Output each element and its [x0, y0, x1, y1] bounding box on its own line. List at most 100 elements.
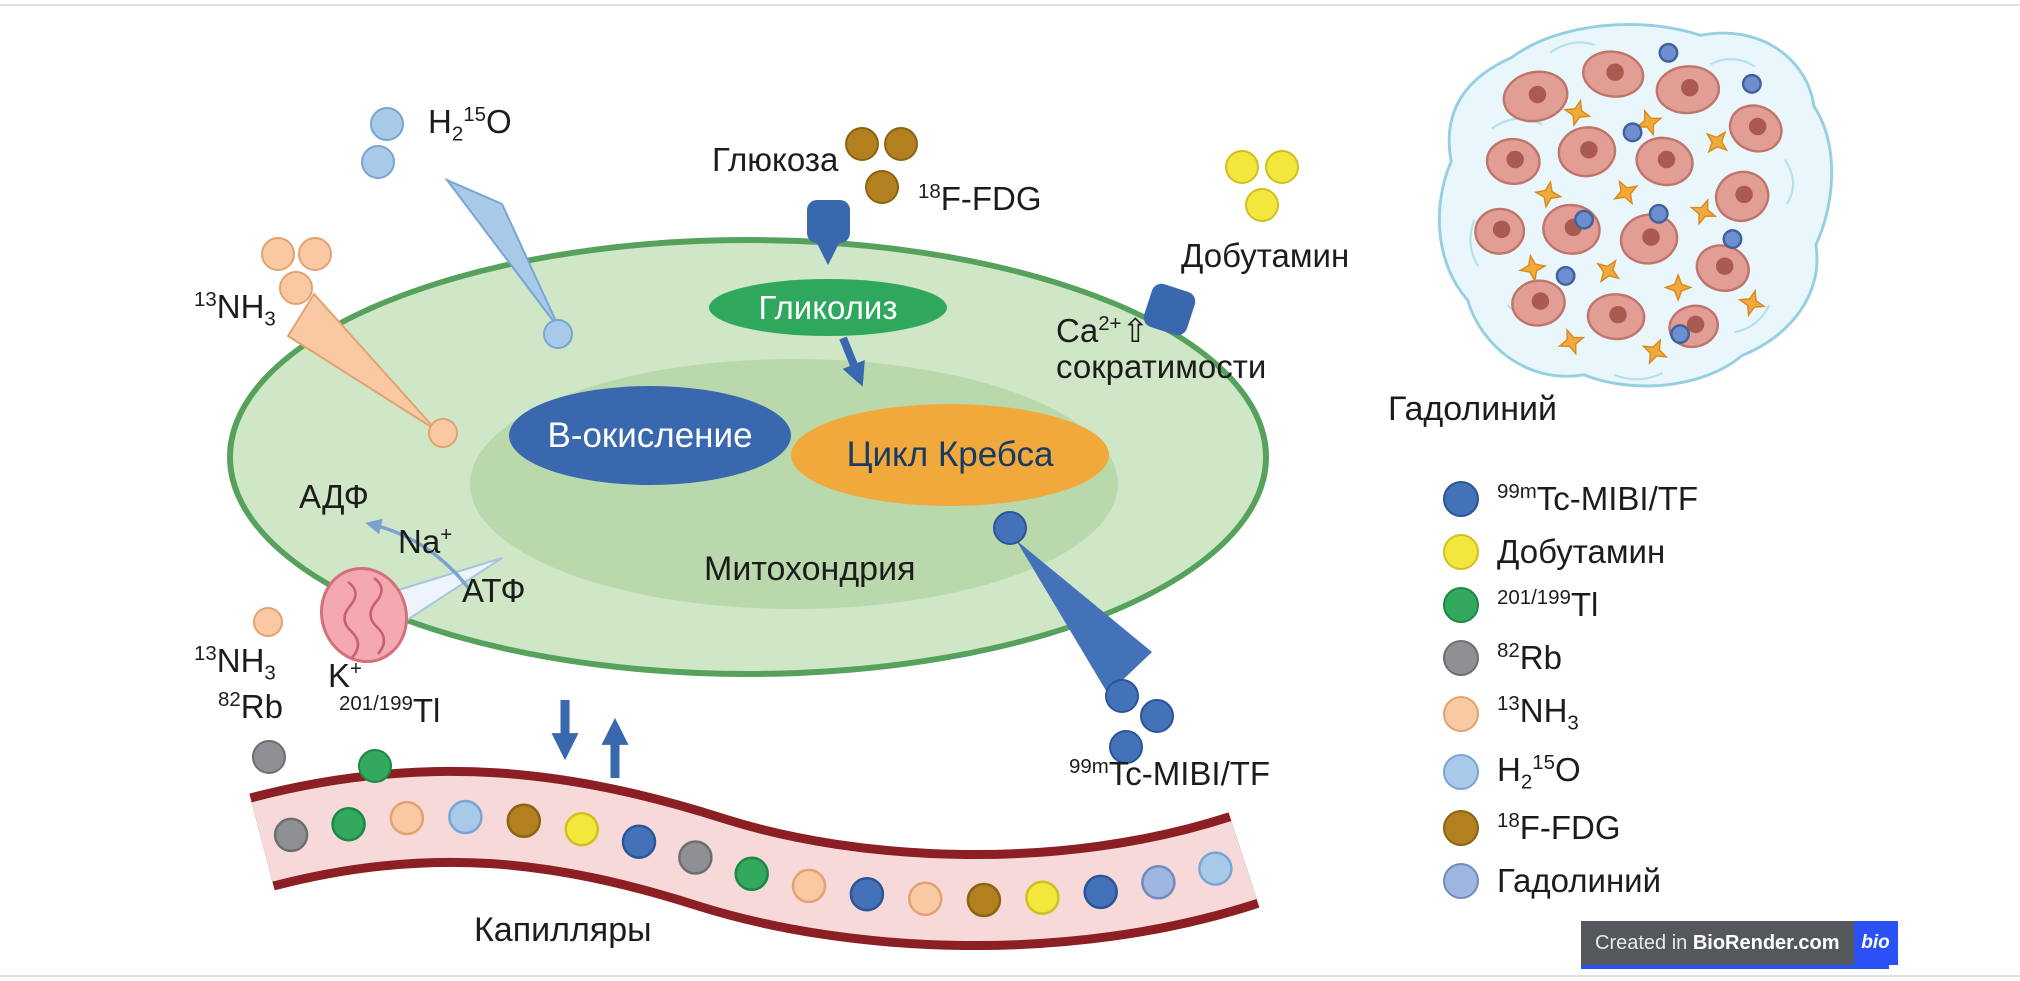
- tissue-histology: [1437, 23, 1834, 388]
- adp-label: АДФ: [299, 478, 369, 515]
- nh3-molecule-dot-3: [279, 271, 313, 305]
- tc-dot-3: [1109, 730, 1143, 764]
- tl-dot-left: [358, 749, 392, 783]
- krebs-cycle-label: Цикл Кребса: [846, 435, 1054, 474]
- capillary: [249, 766, 1260, 950]
- h2o-molecule-dot-1: [370, 107, 404, 141]
- glucose-transporter: [807, 200, 850, 243]
- nh3-molecule-dot-1: [261, 237, 295, 271]
- tc-tracer-in-capillary: [621, 824, 657, 859]
- legend-item-h2o: H215O: [1443, 751, 1698, 795]
- legend: 99mTc-MIBI/TF Добутамин 201/199Tl 82Rb 13NH3…: [1443, 480, 1698, 900]
- dob-legend-dot: [1443, 534, 1479, 570]
- gadolinium-label: Гадолиний: [1388, 390, 1558, 428]
- legend-item-tl: 201/199Tl: [1443, 586, 1698, 624]
- fdg-tracer-in-capillary: [966, 882, 1002, 918]
- tl-tracer-in-capillary: [331, 806, 366, 842]
- legend-label-dob: Добутамин: [1497, 533, 1666, 570]
- tc-mibi-label: 99mTc-MIBI/TF: [1069, 755, 1271, 792]
- rb-left-label: 82Rb: [218, 688, 283, 725]
- myocyte-nuclei: [1492, 63, 1767, 334]
- beta-oxidation-label: В-окисление: [547, 415, 753, 455]
- fdg-molecule-dot-3: [865, 170, 899, 204]
- tc-dot-2: [1140, 699, 1174, 733]
- rb-dot-left: [252, 740, 286, 774]
- nh3-left-label: 13NH3: [194, 642, 276, 685]
- nh3-tracer-in-capillary: [908, 881, 943, 917]
- h2o-tracer-in-capillary: [1198, 851, 1233, 886]
- badge-prefix: Created in: [1595, 931, 1693, 954]
- atp-label: АТФ: [462, 572, 526, 609]
- legend-label-tl: 201/199Tl: [1497, 586, 1599, 623]
- rb-legend-dot: [1443, 640, 1479, 676]
- tc-dot-in-mitochondria: [993, 511, 1027, 545]
- tc-legend-dot: [1443, 481, 1479, 517]
- legend-label-h2o: H215O: [1497, 750, 1581, 794]
- fibroblasts: [1518, 98, 1767, 365]
- legend-item-nh3: 13NH3: [1443, 692, 1698, 736]
- tc-tracer-in-capillary: [1083, 874, 1118, 910]
- fdg-molecule-dot-2: [884, 127, 918, 161]
- glycolysis-to-krebs-arrow: [839, 336, 865, 387]
- tl-tracer-in-capillary: [734, 856, 769, 892]
- dobutamine-dot-3: [1245, 188, 1279, 222]
- k-label: K+: [328, 657, 362, 694]
- h2o-legend-dot: [1443, 754, 1479, 791]
- rb-tracer-in-capillary: [273, 817, 309, 853]
- nh3-dot-in-cell: [428, 418, 458, 448]
- legend-label-nh3: 13NH3: [1497, 692, 1579, 735]
- fdg-tracer-in-capillary: [506, 803, 542, 839]
- legend-label-rb: 82Rb: [1497, 639, 1562, 676]
- tl-legend-dot: [1443, 587, 1479, 623]
- atp-adp-arrow: [365, 518, 472, 592]
- capillary-cells: [273, 799, 1233, 918]
- contractility-label: сократимости: [1056, 348, 1267, 385]
- nh3-tracer-in-capillary: [389, 800, 425, 836]
- legend-label-gd: Гадолиний: [1497, 862, 1662, 900]
- glycolysis-label: Гликолиз: [758, 288, 898, 326]
- legend-item-tc: 99mTc-MIBI/TF: [1443, 480, 1698, 518]
- badge-brand: BioRender.com: [1692, 931, 1840, 954]
- tl-pump-label: 201/199Tl: [339, 692, 441, 729]
- nh3-top-label: 13NH3: [194, 288, 276, 331]
- nh3-dot-left: [253, 607, 283, 637]
- fdg-molecule-dot-1: [845, 127, 879, 161]
- rb-tracer-in-capillary: [678, 840, 713, 875]
- capillaries-label: Капилляры: [474, 911, 652, 949]
- legend-label-tc: 99mTc-MIBI/TF: [1497, 480, 1699, 517]
- gd-legend-dot: [1443, 863, 1479, 900]
- dob-tracer-in-capillary: [1025, 880, 1060, 915]
- legend-item-dob: Добутамин: [1443, 533, 1698, 571]
- glycolysis-ellipse: Гликолиз: [709, 279, 947, 336]
- biorender-logo-icon: bio: [1853, 921, 1898, 965]
- legend-item-gd: Гадолиний: [1443, 862, 1698, 900]
- gadolinium-dots-in-tissue: [1555, 42, 1762, 345]
- gd-tracer-in-capillary: [1141, 865, 1176, 900]
- tc-dot-1: [1105, 679, 1139, 713]
- mitochondria-label: Митохондрия: [704, 550, 916, 588]
- dobutamine-dot-2: [1265, 150, 1299, 184]
- badge-underline: [1581, 965, 1889, 969]
- h2o-molecule-dot-2: [361, 145, 395, 179]
- na-label: Na+: [398, 523, 453, 560]
- krebs-cycle-ellipse: Цикл Кребса: [791, 404, 1109, 506]
- beta-oxidation-ellipse: В-окисление: [509, 386, 791, 485]
- h2o-tracer-in-capillary: [448, 799, 483, 835]
- nh3-tracer-in-capillary: [791, 868, 827, 904]
- nh3-uptake-funnel: [286, 292, 437, 431]
- na-k-pump: [319, 566, 409, 664]
- dob-tracer-in-capillary: [564, 811, 600, 847]
- tc-uptake-funnel: [1016, 540, 1152, 694]
- dobutamine-label: Добутамин: [1181, 237, 1350, 274]
- glucose-label: Глюкоза: [712, 141, 839, 178]
- legend-label-fdg: 18F-FDG: [1497, 809, 1621, 847]
- ca-label: Ca2+⇧: [1056, 312, 1150, 349]
- nh3-legend-dot: [1443, 695, 1479, 732]
- tc-tracer-in-capillary: [849, 876, 885, 912]
- biorender-credit: Created in BioRender.com: [1581, 921, 1854, 965]
- biorender-badge: Created in BioRender.com bio: [1581, 921, 1898, 965]
- fdg-legend-dot: [1443, 810, 1479, 847]
- legend-item-rb: 82Rb: [1443, 639, 1698, 677]
